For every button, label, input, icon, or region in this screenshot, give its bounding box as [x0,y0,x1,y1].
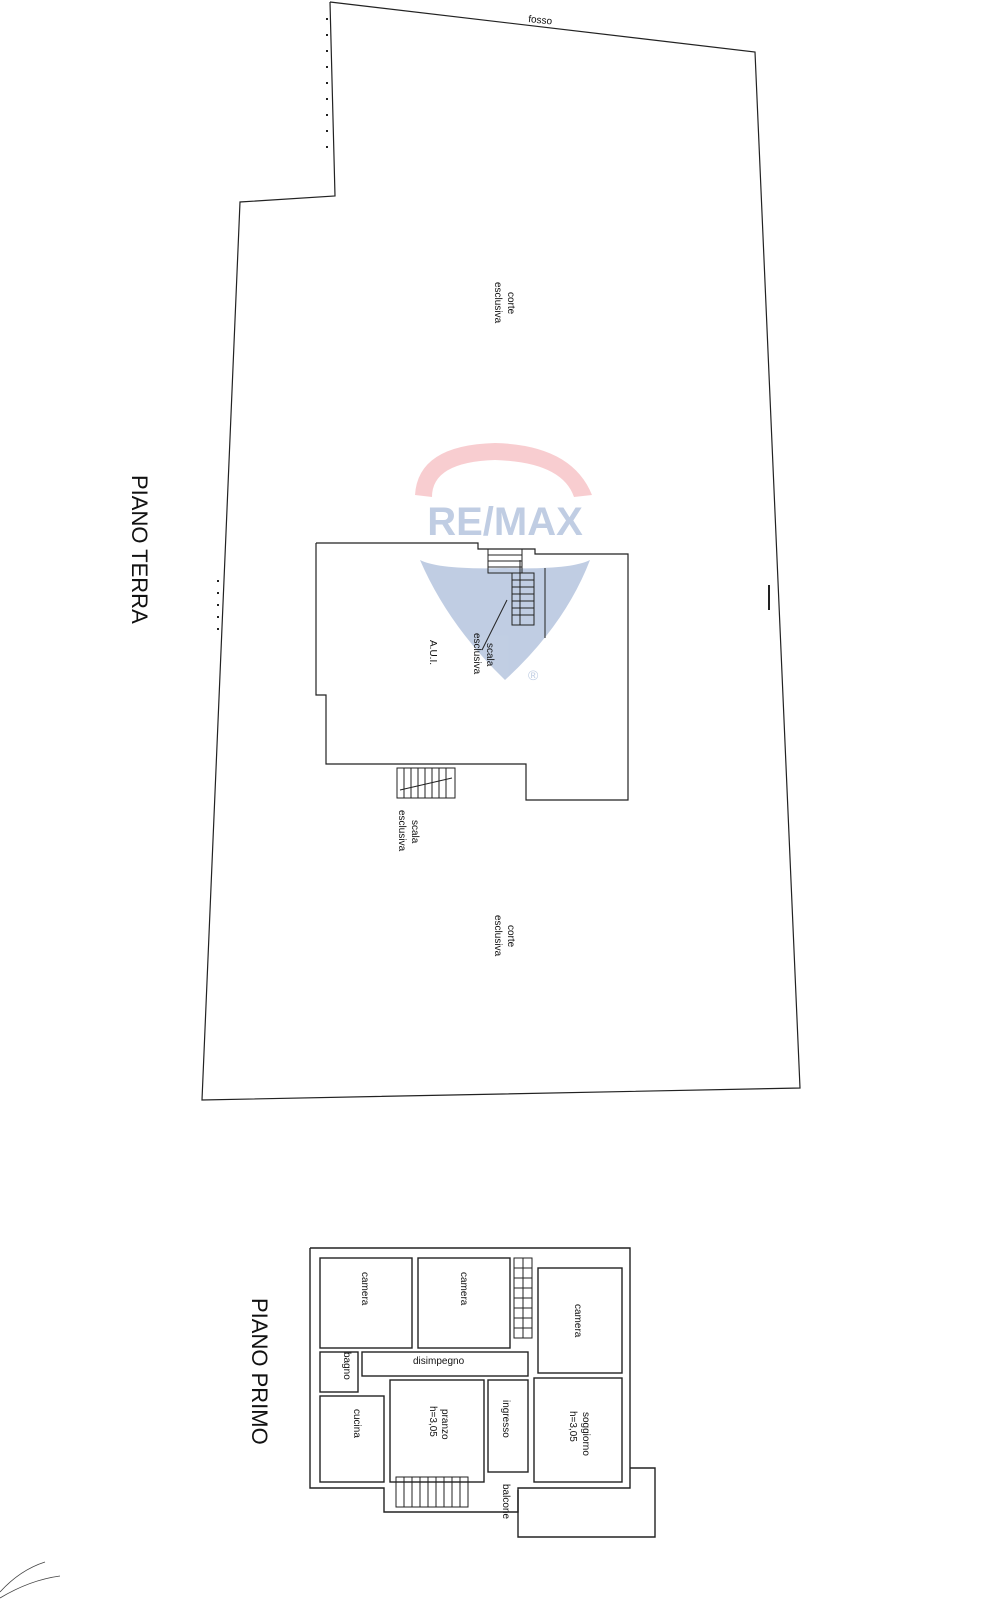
soggiorno-height-label: h=3,05 [567,1411,578,1442]
room-bagno [319,1351,359,1393]
disimpegno-label: disimpegno [413,1356,465,1367]
remax-balloon-blue [420,560,590,680]
room-cucina [319,1395,385,1483]
camera-1-label: camera [359,1272,370,1306]
scala-bottom-line1: scala [409,820,420,844]
remax-logo-text: RE/MAX [427,500,583,544]
piano-primo-plan [309,1247,656,1538]
scala-bottom-line2: esclusiva [396,810,407,852]
piano-terra-labels: PIANO TERRA fosso corte esclusiva A.U.I.… [127,14,553,957]
soggiorno-label: soggiorno [580,1412,591,1456]
room-disimpegno [361,1351,529,1377]
cucina-label: cucina [351,1409,362,1438]
room-pranzo [389,1379,485,1483]
lot-boundary [201,1,801,1101]
room-ingresso [487,1379,529,1473]
external-stair [396,767,456,799]
piano-terra-plan [201,1,801,1101]
corner-scan-artifact [0,1561,61,1599]
remax-balloon-red [415,443,592,497]
building-footprint [315,542,629,801]
camera-3-label: camera [572,1304,583,1338]
room-camera-2 [417,1257,511,1349]
balcone-label: balcone [500,1484,511,1519]
pranzo-height-label: h=3,05 [427,1406,438,1437]
corte-bottom-line2: esclusiva [492,915,503,957]
corte-top-line2: esclusiva [492,282,503,324]
piano-primo-labels: PIANO PRIMO camera camera camera disimpe… [247,1272,591,1519]
piano-primo-title: PIANO PRIMO [247,1298,272,1445]
aui-label: A.U.I. [427,640,438,665]
ingresso-label: ingresso [500,1400,511,1438]
remax-watermark: RE/MAX ® [415,443,592,683]
pranzo-label: pranzo [439,1409,450,1440]
remax-registered-mark: ® [528,667,539,683]
scala-top-line2: esclusiva [471,633,482,675]
piano-terra-title: PIANO TERRA [127,475,152,624]
first-floor-internal-stair [513,1257,533,1339]
fosso-label: fosso [528,14,553,27]
room-camera-1 [319,1257,413,1349]
corte-top-line1: corte [505,292,516,315]
room-camera-3 [537,1267,623,1374]
balcony-outline [517,1467,656,1538]
scala-top-line1: scala [484,643,495,667]
room-soggiorno [533,1377,623,1483]
internal-stair [481,548,546,651]
corte-bottom-line1: corte [505,925,516,948]
bagno-label: bagno [341,1352,352,1380]
camera-2-label: camera [458,1272,469,1306]
